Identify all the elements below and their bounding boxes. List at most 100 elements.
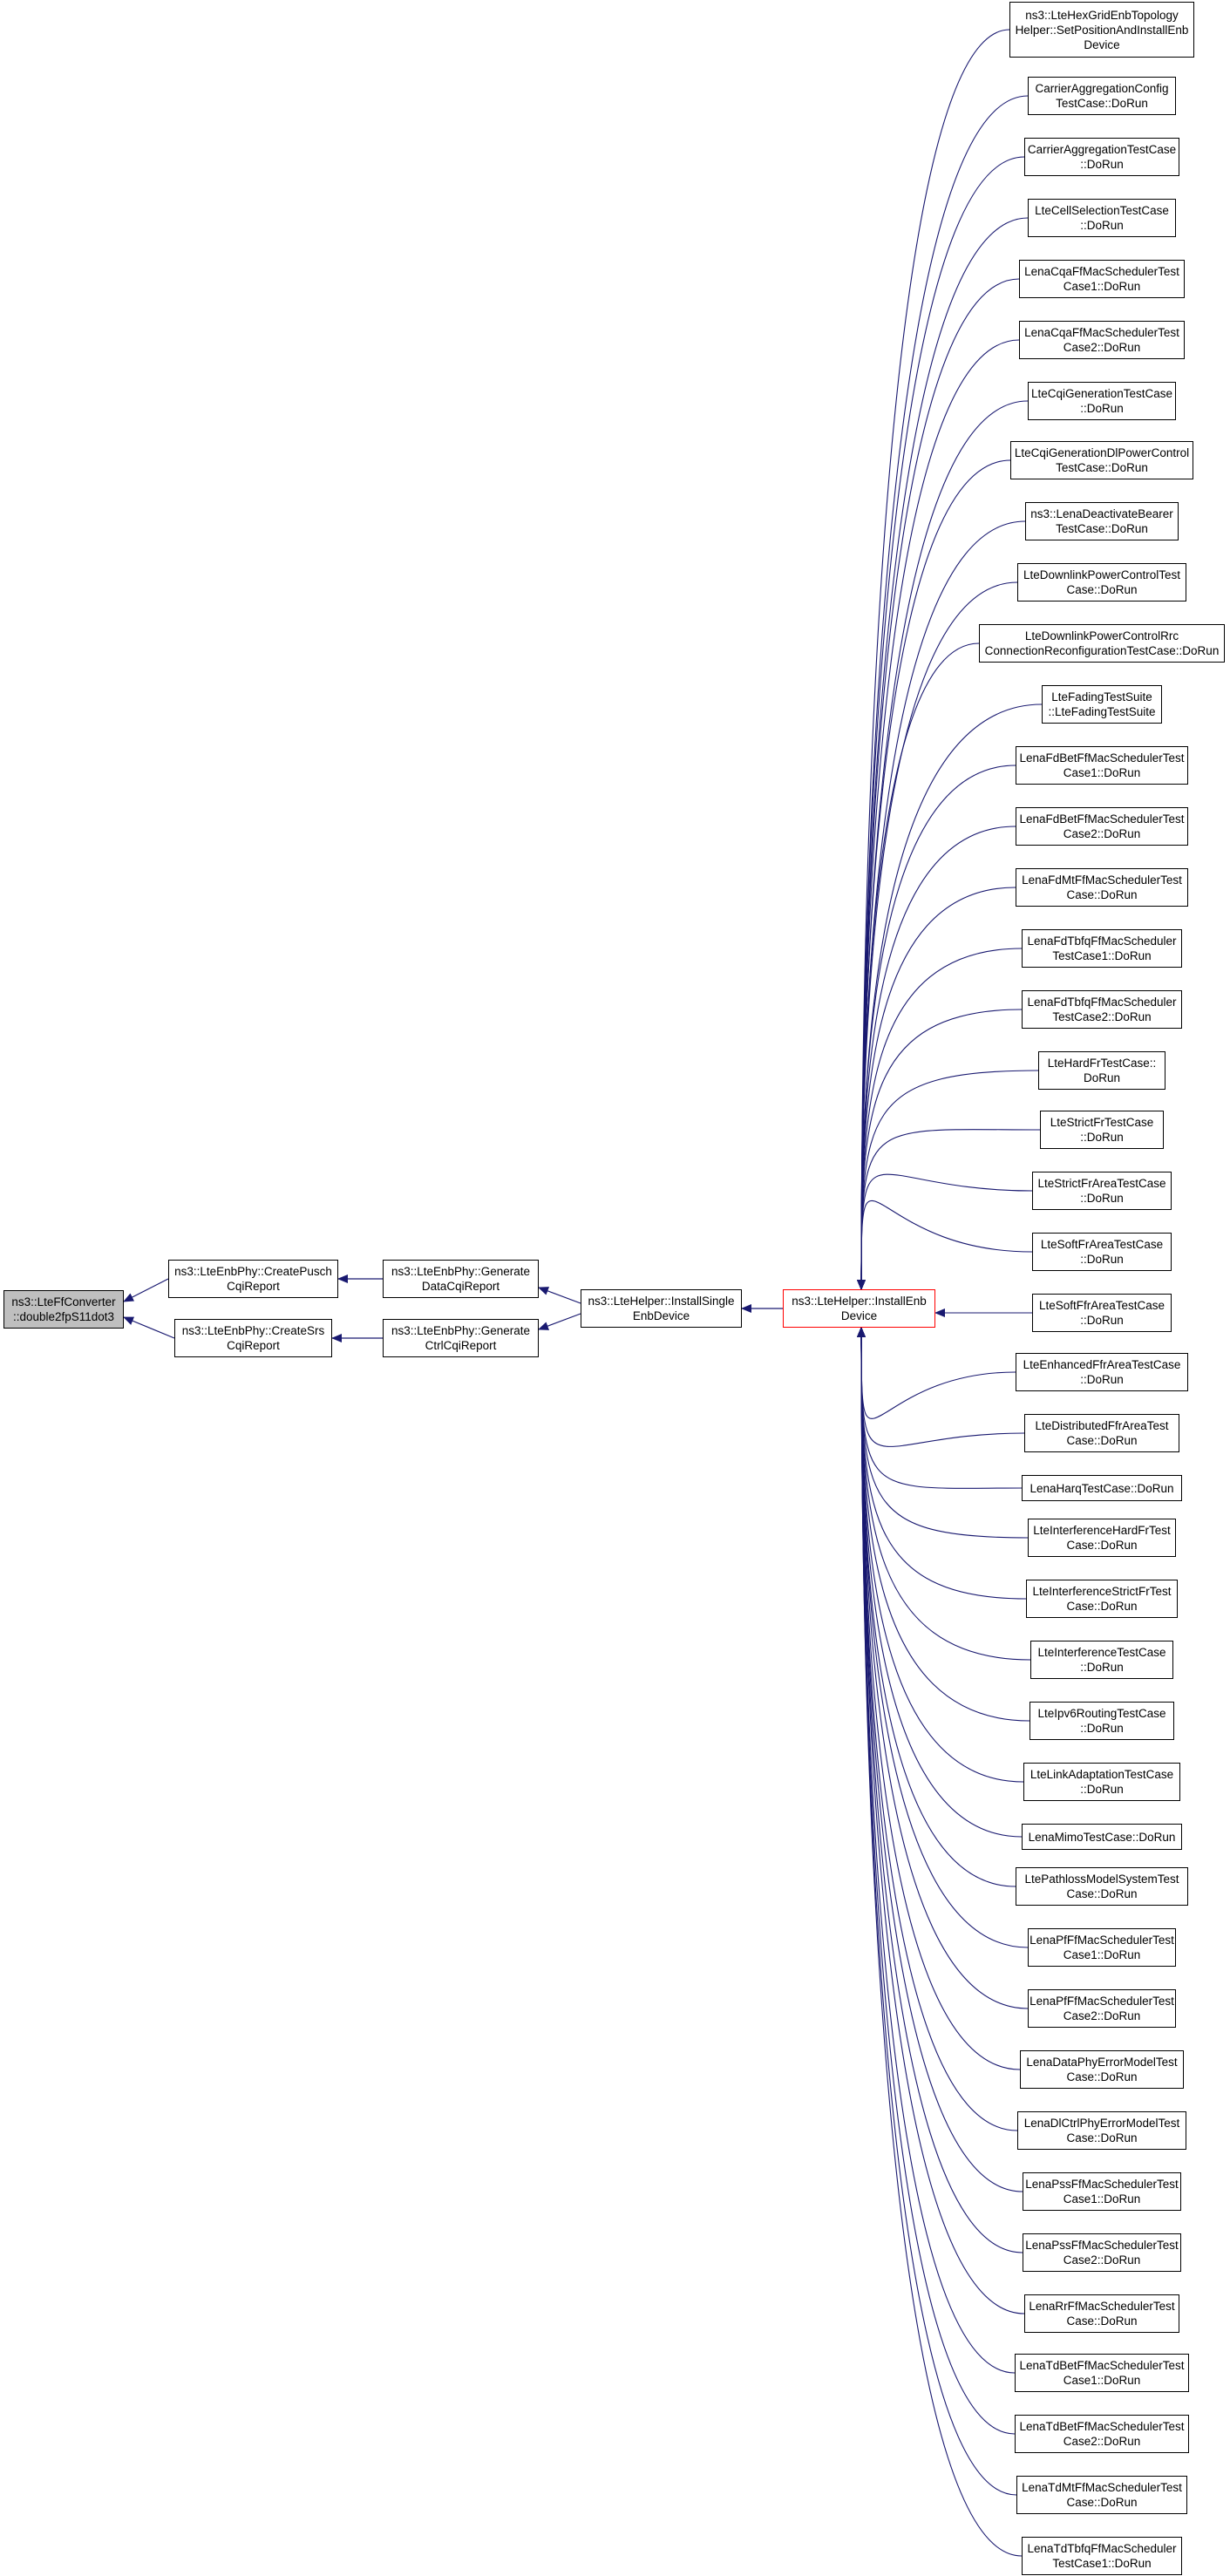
node-label-line: LteCqiGenerationDlPowerControl bbox=[1014, 446, 1190, 459]
test-node-21[interactable]: LteSoftFfrAreaTestCase::DoRun bbox=[1032, 1294, 1172, 1332]
node-label-line: Case::DoRun bbox=[1066, 2131, 1138, 2144]
test-node-24[interactable]: LenaHarqTestCase::DoRun bbox=[1022, 1475, 1182, 1501]
node-label-line: Case::DoRun bbox=[1066, 2070, 1138, 2083]
test-node-20[interactable]: LteSoftFrAreaTestCase::DoRun bbox=[1032, 1233, 1172, 1271]
node-label-line: LenaTdBetFfMacSchedulerTest bbox=[1019, 2359, 1185, 2372]
node-label-line: LenaPfFfMacSchedulerTest bbox=[1030, 1995, 1174, 2008]
edge-test-19 bbox=[857, 1173, 1033, 1290]
edge-test-15 bbox=[857, 948, 1023, 1290]
edge-test-31 bbox=[857, 1327, 1016, 1887]
test-node-22[interactable]: LteEnhancedFfrAreaTestCase::DoRun bbox=[1016, 1353, 1188, 1391]
node-label-line: Case2::DoRun bbox=[1063, 341, 1141, 354]
node-label-line: LenaTdTbfqFfMacScheduler bbox=[1027, 2542, 1177, 2555]
node-label-line: LenaFdBetFfMacSchedulerTest bbox=[1019, 751, 1185, 765]
edge-test-24 bbox=[857, 1327, 1023, 1489]
node-label-line: LenaHarqTestCase::DoRun bbox=[1030, 1481, 1174, 1495]
node-label-line: Case1::DoRun bbox=[1063, 2192, 1141, 2206]
test-node-17[interactable]: LteHardFrTestCase::DoRun bbox=[1038, 1051, 1165, 1090]
test-node-19[interactable]: LteStrictFrAreaTestCase::DoRun bbox=[1032, 1172, 1172, 1210]
edge-pusch-root bbox=[123, 1278, 169, 1302]
test-node-2[interactable]: CarrierAggregationTestCase::DoRun bbox=[1024, 138, 1179, 176]
test-node-3[interactable]: LteCellSelectionTestCase::DoRun bbox=[1028, 199, 1176, 237]
node-label-line: ::DoRun bbox=[1080, 1722, 1124, 1735]
edge-test-39 bbox=[857, 1327, 1016, 2374]
node-label-line: CarrierAggregationConfig bbox=[1035, 82, 1169, 95]
node-label-line: LteInterferenceTestCase bbox=[1037, 1646, 1166, 1659]
node-label-line: Device bbox=[840, 1309, 878, 1322]
edge-test-26 bbox=[857, 1327, 1027, 1600]
edge-installsingle-genctrl bbox=[538, 1313, 581, 1330]
node-label-line: CqiReport bbox=[227, 1280, 280, 1293]
node-label-line: ConnectionReconfigurationTestCase::DoRun bbox=[984, 644, 1220, 657]
edge-test-5 bbox=[857, 339, 1020, 1290]
test-node-27[interactable]: LteInterferenceTestCase::DoRun bbox=[1030, 1641, 1173, 1679]
edge-test-3 bbox=[857, 217, 1029, 1290]
node-label-line: LteSoftFrAreaTestCase bbox=[1040, 1238, 1164, 1251]
node-label-line: LteInterferenceStrictFrTest bbox=[1032, 1585, 1172, 1598]
node-label-line: TestCase1::DoRun bbox=[1052, 2557, 1152, 2570]
test-node-29[interactable]: LteLinkAdaptationTestCase::DoRun bbox=[1023, 1763, 1180, 1801]
node-label-line: LteIpv6RoutingTestCase bbox=[1037, 1707, 1166, 1720]
test-node-6[interactable]: LteCqiGenerationTestCase::DoRun bbox=[1028, 382, 1176, 420]
node-label-line: LenaRrFfMacSchedulerTest bbox=[1029, 2300, 1175, 2313]
node-label-line: Case1::DoRun bbox=[1063, 1948, 1141, 1961]
test-node-18[interactable]: LteStrictFrTestCase::DoRun bbox=[1040, 1111, 1164, 1149]
node-label-line: ::DoRun bbox=[1080, 158, 1124, 171]
node-label-line: LteEnhancedFfrAreaTestCase bbox=[1023, 1358, 1181, 1371]
node-label-line: CtrlCqiReport bbox=[425, 1339, 497, 1352]
node-label-line: Helper::SetPositionAndInstallEnb bbox=[1015, 23, 1189, 37]
node-label-line: ::DoRun bbox=[1080, 1131, 1124, 1144]
node-label-line: TestCase::DoRun bbox=[1056, 522, 1148, 535]
edge-test-1 bbox=[857, 95, 1029, 1290]
edge-test-4 bbox=[857, 278, 1020, 1290]
node-label-line: ns3::LteHexGridEnbTopology bbox=[1025, 8, 1179, 22]
node-label-line: LenaPssFfMacSchedulerTest bbox=[1025, 2239, 1179, 2252]
node-label-line: Case1::DoRun bbox=[1063, 766, 1141, 779]
test-node-30[interactable]: LenaMimoTestCase::DoRun bbox=[1022, 1824, 1182, 1850]
test-node-11[interactable]: LteFadingTestSuite::LteFadingTestSuite bbox=[1042, 685, 1162, 724]
node-label-line: Case::DoRun bbox=[1066, 2314, 1138, 2328]
test-node-28[interactable]: LteIpv6RoutingTestCase::DoRun bbox=[1030, 1702, 1174, 1740]
node-label-line: ::DoRun bbox=[1080, 219, 1124, 232]
node-label-line: ns3::LteEnbPhy::Generate bbox=[391, 1265, 531, 1278]
node-label-line: ::DoRun bbox=[1080, 1661, 1124, 1674]
node-label-line: ::DoRun bbox=[1080, 1192, 1124, 1205]
node-label-line: ns3::LteEnbPhy::Generate bbox=[391, 1324, 531, 1337]
